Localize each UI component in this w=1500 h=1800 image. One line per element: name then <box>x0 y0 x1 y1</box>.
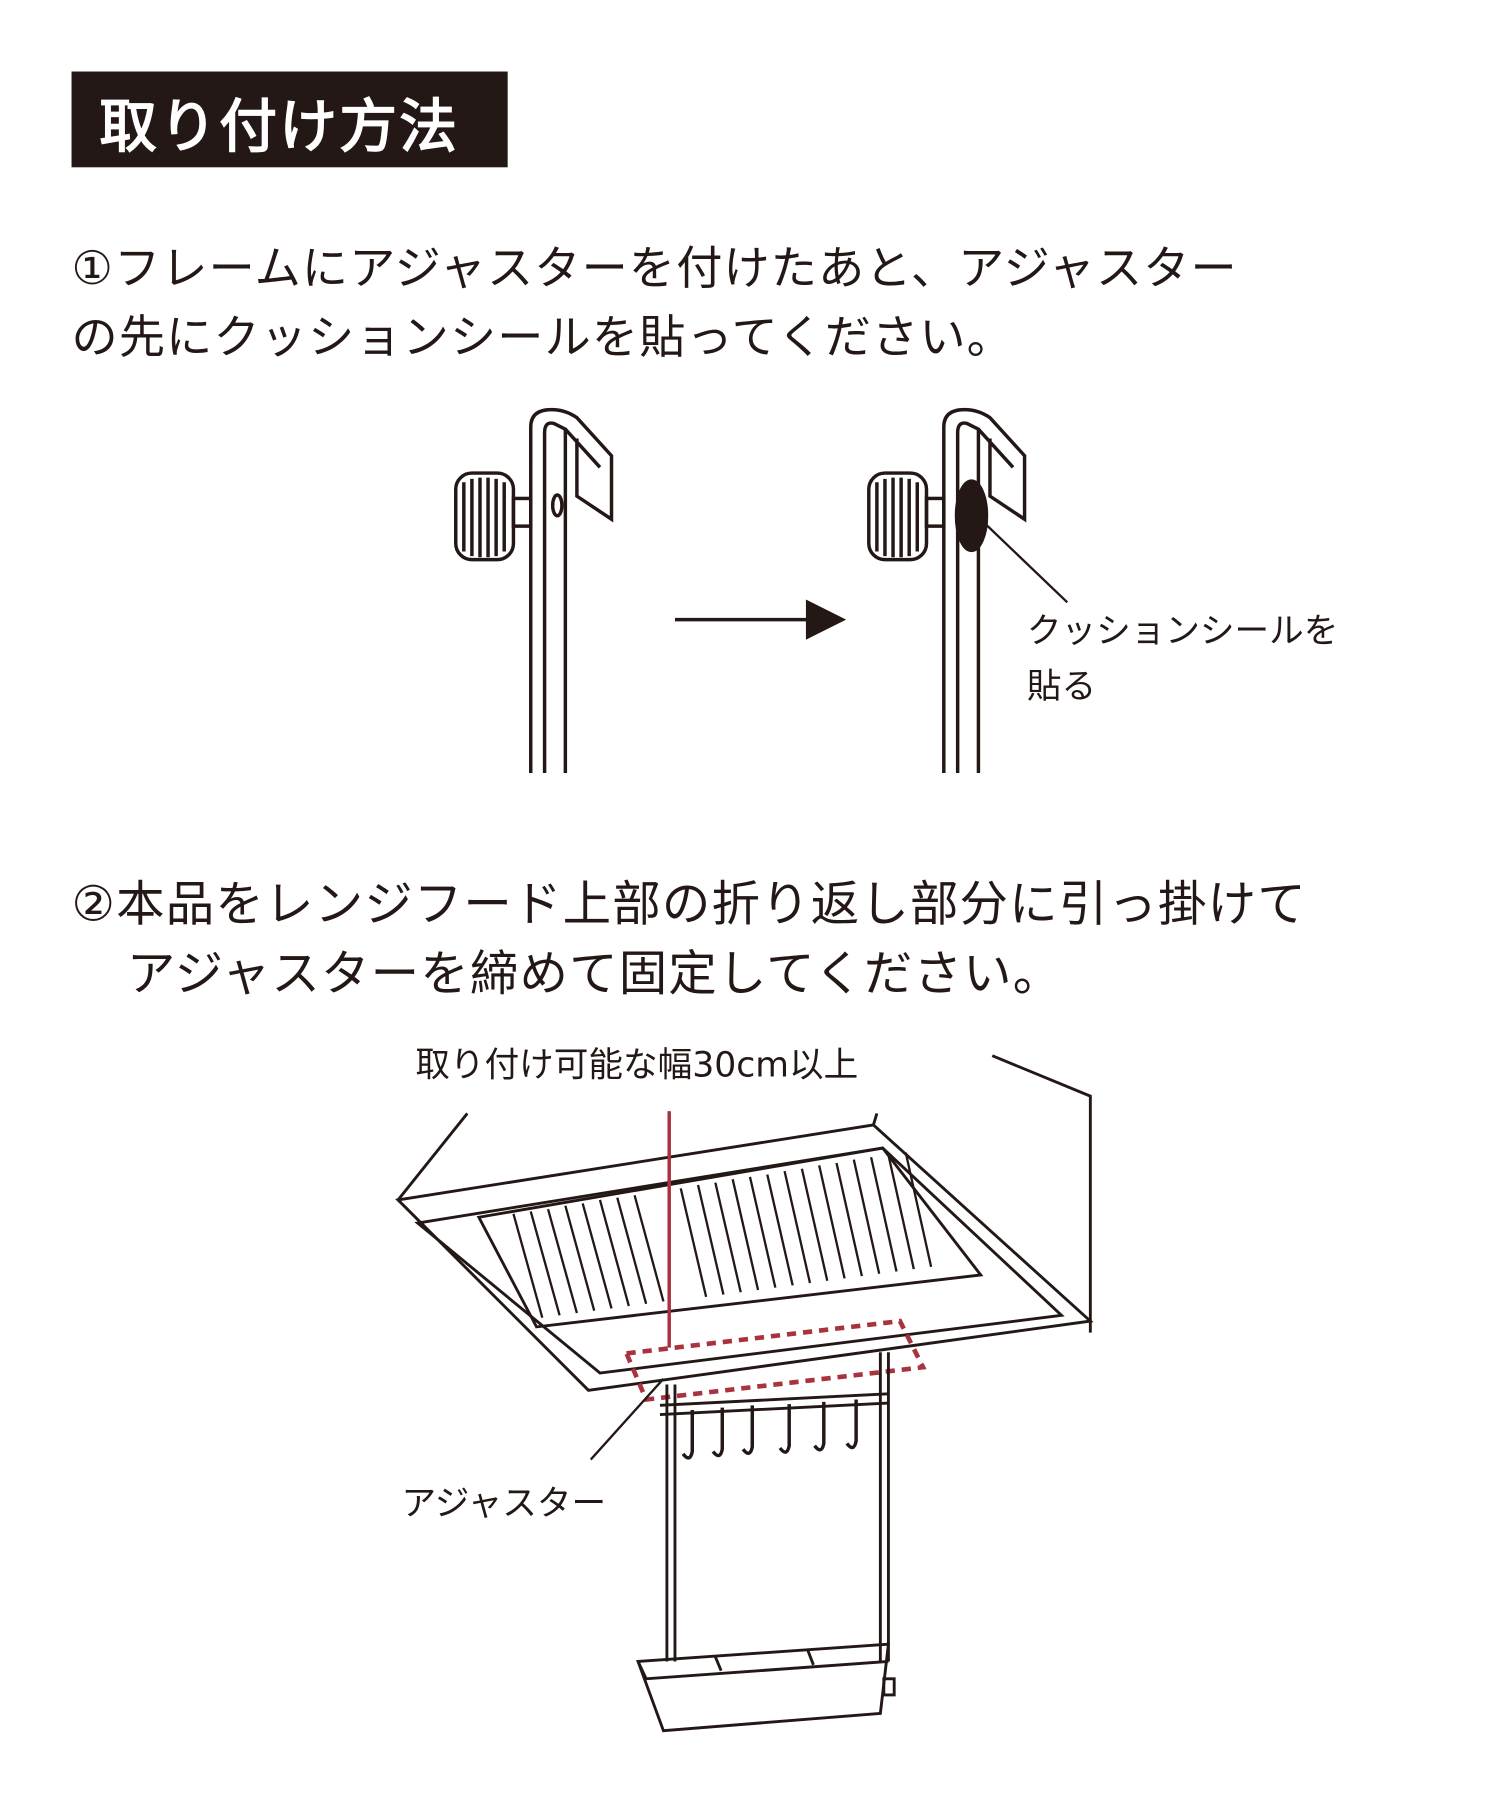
step2-text-line1: ②本品をレンジフード上部の折り返し部分に引っ掛けて <box>71 875 1307 933</box>
adjuster-knob-icon <box>867 471 946 562</box>
adjuster-knob-icon <box>454 471 533 562</box>
hook-area-highlight <box>623 1318 927 1403</box>
range-hood <box>395 1054 1094 1392</box>
hanging-rack <box>636 1352 896 1733</box>
step2-text-line2: アジャスターを締めて固定してください。 <box>126 944 1063 1002</box>
step1-text-line1: ①フレームにアジャスターを付けたあと、アジャスター <box>71 242 1238 296</box>
s-hook-icons <box>681 1399 858 1460</box>
adjuster-label: アジャスター <box>402 1484 607 1524</box>
adjuster-leader-line <box>589 1378 665 1461</box>
step1-text-line2: の先にクッションシールを貼ってください。 <box>71 311 1014 365</box>
cushion-callout-line2: 貼る <box>1027 667 1096 707</box>
frame-hook-after <box>867 407 1069 774</box>
width-label: 取り付け可能な幅30cm以上 <box>415 1045 858 1085</box>
cushion-callout-line1: クッションシールを <box>1027 612 1338 652</box>
cushion-seal <box>954 479 989 553</box>
arrow-right-icon <box>674 599 847 640</box>
title-banner <box>71 71 508 168</box>
frame-hook-before <box>454 407 614 774</box>
page-title: 取り付け方法 <box>99 93 460 161</box>
